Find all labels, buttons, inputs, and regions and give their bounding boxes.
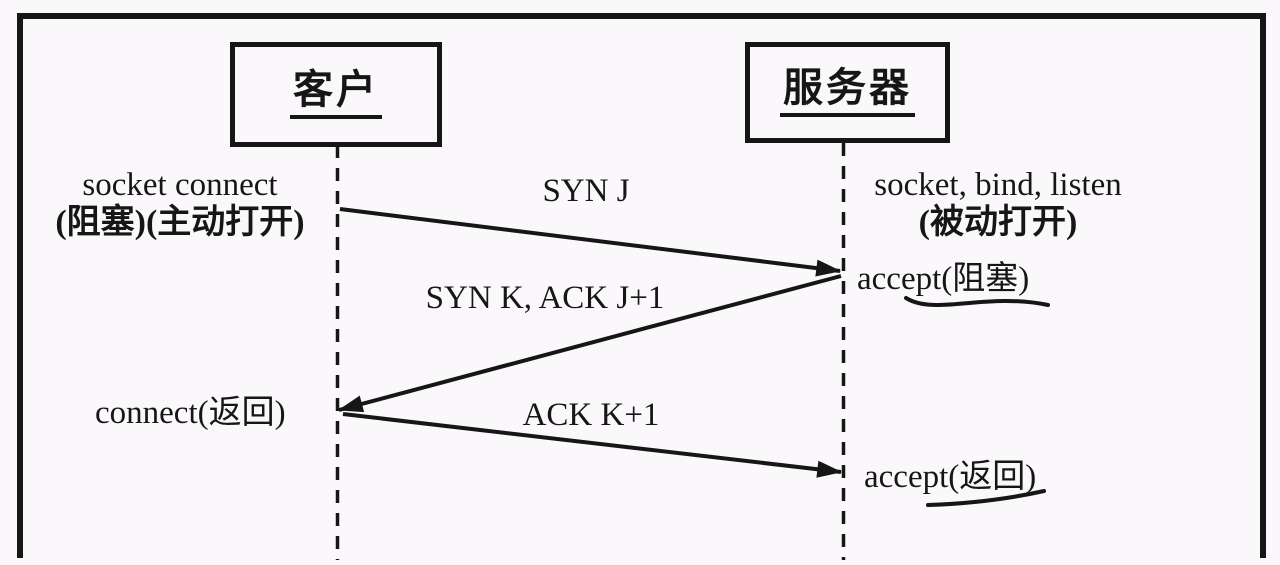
syn-ack-arrow [337, 274, 842, 413]
server-calls-text: socket, bind, listen [874, 167, 1122, 203]
frame-border-right [1260, 13, 1266, 558]
accept-return-underline [926, 489, 1046, 507]
frame-border-top [17, 13, 1266, 19]
accept-blocking-underline-squiggle [904, 296, 1050, 307]
syn-arrow [339, 207, 842, 277]
client-call-note-text: (阻塞)(主动打开) [55, 204, 305, 241]
client-connect-return-text: connect(返回) [95, 395, 286, 431]
server-actor-box: 服务器 [745, 42, 950, 143]
server-accept-return-text: accept(返回) [864, 459, 1037, 495]
ack-message-label: ACK K+1 [522, 397, 660, 433]
syn-ack-message-label: SYN K, ACK J+1 [425, 280, 665, 316]
server-actor-label: 服务器 [780, 68, 915, 117]
client-actor-box: 客户 [230, 42, 442, 147]
frame-border-left [17, 13, 23, 558]
server-calls-note-text: (被动打开) [918, 204, 1078, 241]
server-setup-note: socket, bind, listen (被动打开) [852, 166, 1144, 242]
client-actor-label: 客户 [290, 70, 382, 119]
server-accept-blocking-text: accept(阻塞) [857, 261, 1030, 297]
syn-message-label: SYN J [542, 173, 630, 209]
client-call-text: socket connect [82, 167, 278, 203]
client-socket-connect-note: socket connect (阻塞)(主动打开) [15, 166, 345, 242]
ack-arrow [342, 412, 843, 478]
